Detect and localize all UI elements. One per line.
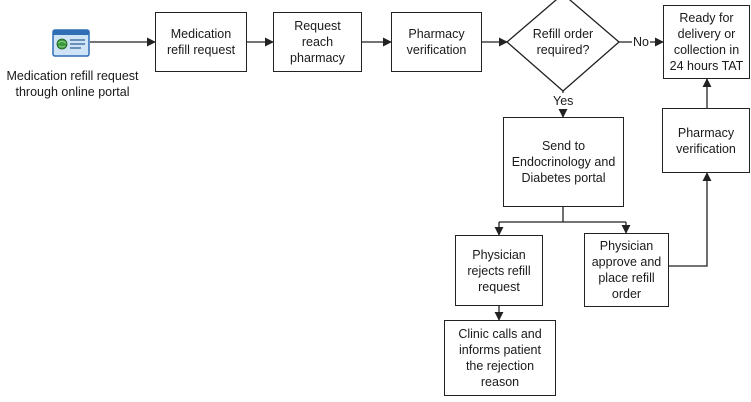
node-physician-approves: Physician approve and place refill order [584,233,669,307]
edge-label-no: No [632,34,650,50]
edge-label-yes: Yes [552,93,575,109]
web-portal-icon [52,29,90,57]
node-medication-refill-request: Medication refill request [155,12,247,72]
decision-refill-order-required: Refill order required? [532,27,594,57]
edge-approves-to-verification [669,172,712,267]
node-clinic-calls: Clinic calls and informs patient the rej… [444,320,556,396]
node-pharmacy-verification: Pharmacy verification [391,12,482,72]
node-request-reach-pharmacy: Request reach pharmacy [273,12,362,72]
node-physician-rejects: Physician rejects refill request [455,235,543,306]
node-send-to-portal: Send to Endocrinology and Diabetes porta… [503,117,624,207]
node-ready-for-delivery: Ready for delivery or collection in 24 h… [663,5,750,79]
node-pharmacy-verification-2: Pharmacy verification [662,108,750,173]
source-label: Medication refill request through online… [6,69,139,99]
decision-diamond [506,0,620,92]
